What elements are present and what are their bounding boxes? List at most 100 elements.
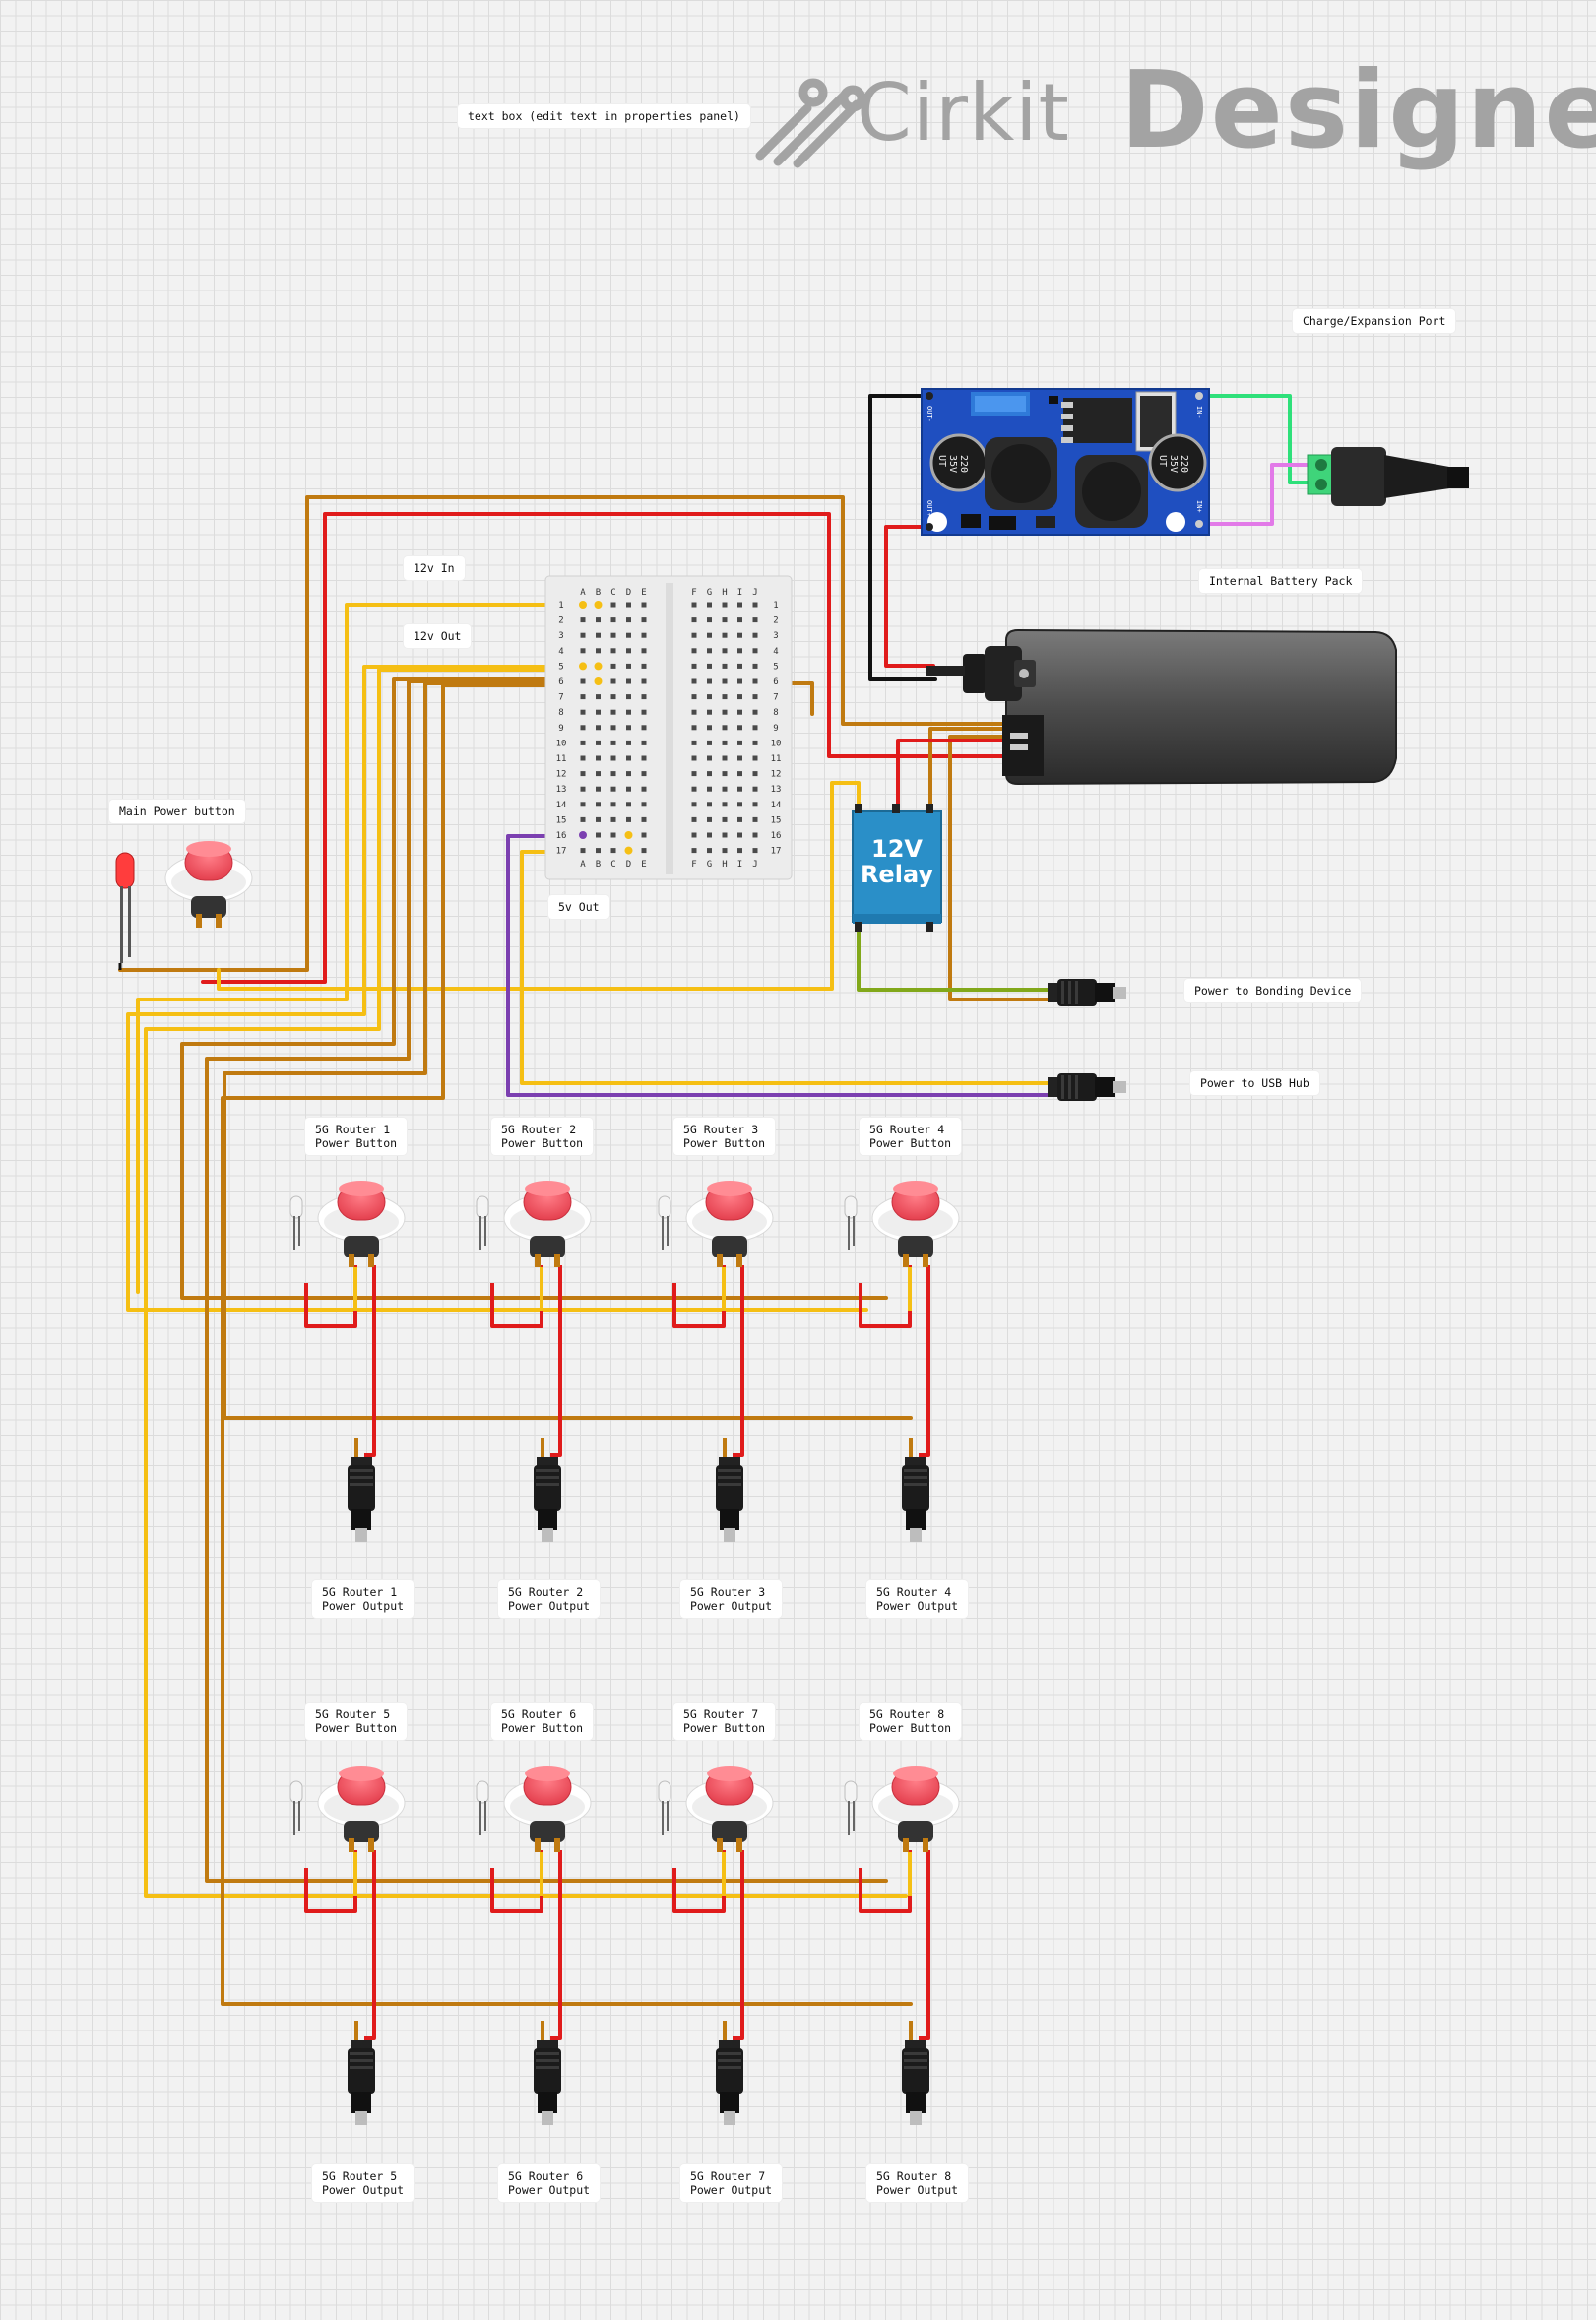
- buck-converter[interactable]: 22035VUT 22035VUT OUT- IN- OUT+ IN+: [921, 388, 1210, 536]
- bb-hole[interactable]: [610, 602, 616, 608]
- bb-hole[interactable]: [580, 694, 586, 700]
- bb-hole[interactable]: [722, 755, 728, 761]
- bb-hole[interactable]: [641, 740, 647, 745]
- router-8-power-button[interactable]: [871, 1765, 960, 1853]
- bb-hole[interactable]: [580, 771, 586, 777]
- bb-hole[interactable]: [626, 678, 631, 684]
- bb-hole[interactable]: [737, 632, 742, 638]
- bb-hole[interactable]: [580, 709, 586, 715]
- router-2-power-button[interactable]: [503, 1180, 592, 1268]
- bb-hole[interactable]: [737, 786, 742, 792]
- bb-hole[interactable]: [752, 740, 758, 745]
- bb-hole[interactable]: [610, 786, 616, 792]
- bb-hole[interactable]: [752, 816, 758, 822]
- bb-hole[interactable]: [691, 725, 697, 731]
- bb-hole[interactable]: [626, 740, 631, 745]
- bb-hole[interactable]: [626, 802, 631, 807]
- bb-hole[interactable]: [691, 709, 697, 715]
- bb-hole[interactable]: [707, 709, 712, 715]
- bb-hole[interactable]: [707, 832, 712, 838]
- bb-hole[interactable]: [691, 740, 697, 745]
- bb-hole[interactable]: [737, 648, 742, 654]
- bb-hole[interactable]: [737, 816, 742, 822]
- bb-hole[interactable]: [691, 802, 697, 807]
- bb-hole[interactable]: [722, 678, 728, 684]
- bb-hole[interactable]: [580, 678, 586, 684]
- bb-hole[interactable]: [626, 632, 631, 638]
- bb-hole[interactable]: [707, 755, 712, 761]
- usb-hub-jack[interactable]: [1048, 1073, 1126, 1101]
- bb-hole[interactable]: [580, 848, 586, 854]
- bb-hole[interactable]: [722, 602, 728, 608]
- bb-hole[interactable]: [610, 678, 616, 684]
- bb-hole[interactable]: [596, 848, 601, 854]
- bb-hole[interactable]: [596, 648, 601, 654]
- bb-hole[interactable]: [626, 771, 631, 777]
- bb-hole[interactable]: [641, 617, 647, 623]
- bb-hole[interactable]: [722, 816, 728, 822]
- router-7-power-button[interactable]: [685, 1765, 774, 1853]
- bb-hole[interactable]: [580, 816, 586, 822]
- bb-hole[interactable]: [596, 771, 601, 777]
- bb-hole[interactable]: [707, 816, 712, 822]
- bb-hole[interactable]: [707, 694, 712, 700]
- bb-hole[interactable]: [610, 648, 616, 654]
- bb-hole[interactable]: [596, 755, 601, 761]
- bb-hole[interactable]: [737, 771, 742, 777]
- bb-hole[interactable]: [691, 786, 697, 792]
- main-power-button[interactable]: [164, 840, 253, 929]
- bb-hole[interactable]: [752, 709, 758, 715]
- bb-hole[interactable]: [596, 617, 601, 623]
- bb-hole[interactable]: [626, 648, 631, 654]
- bb-hole[interactable]: [691, 848, 697, 854]
- bb-hole[interactable]: [691, 771, 697, 777]
- bb-hole[interactable]: [722, 802, 728, 807]
- bb-hole[interactable]: [722, 848, 728, 854]
- router-6-output-jack[interactable]: [534, 2040, 561, 2125]
- bb-hole[interactable]: [752, 786, 758, 792]
- bb-hole[interactable]: [580, 786, 586, 792]
- bb-hole[interactable]: [596, 802, 601, 807]
- bb-hole[interactable]: [737, 832, 742, 838]
- bb-hole[interactable]: [707, 663, 712, 669]
- bb-hole[interactable]: [707, 771, 712, 777]
- bb-hole[interactable]: [722, 771, 728, 777]
- bb-hole[interactable]: [626, 816, 631, 822]
- router-6-power-button[interactable]: [503, 1765, 592, 1853]
- bb-hole[interactable]: [626, 709, 631, 715]
- bb-hole[interactable]: [691, 832, 697, 838]
- bb-hole[interactable]: [641, 771, 647, 777]
- bb-hole[interactable]: [722, 632, 728, 638]
- bb-hole[interactable]: [691, 648, 697, 654]
- router-7-output-jack[interactable]: [716, 2040, 743, 2125]
- bb-hole[interactable]: [641, 832, 647, 838]
- bb-hole[interactable]: [610, 848, 616, 854]
- bb-hole[interactable]: [722, 740, 728, 745]
- bb-hole[interactable]: [752, 632, 758, 638]
- bb-hole[interactable]: [752, 602, 758, 608]
- router-2-output-jack[interactable]: [534, 1457, 561, 1542]
- bb-hole[interactable]: [691, 678, 697, 684]
- bb-hole[interactable]: [580, 632, 586, 638]
- bb-hole[interactable]: [641, 678, 647, 684]
- bb-hole[interactable]: [737, 848, 742, 854]
- bb-hole[interactable]: [641, 632, 647, 638]
- bb-hole[interactable]: [752, 848, 758, 854]
- bb-hole[interactable]: [707, 617, 712, 623]
- bb-hole[interactable]: [610, 709, 616, 715]
- bb-hole[interactable]: [722, 709, 728, 715]
- bb-hole[interactable]: [626, 786, 631, 792]
- bb-hole[interactable]: [691, 632, 697, 638]
- bb-hole[interactable]: [752, 694, 758, 700]
- bb-hole[interactable]: [707, 802, 712, 807]
- bb-hole[interactable]: [737, 725, 742, 731]
- bb-hole[interactable]: [707, 725, 712, 731]
- bb-hole[interactable]: [580, 755, 586, 761]
- bb-hole[interactable]: [737, 755, 742, 761]
- bb-hole[interactable]: [752, 617, 758, 623]
- bb-hole[interactable]: [626, 725, 631, 731]
- bb-hole[interactable]: [580, 725, 586, 731]
- bb-hole[interactable]: [691, 617, 697, 623]
- bb-hole[interactable]: [752, 648, 758, 654]
- bb-hole[interactable]: [610, 755, 616, 761]
